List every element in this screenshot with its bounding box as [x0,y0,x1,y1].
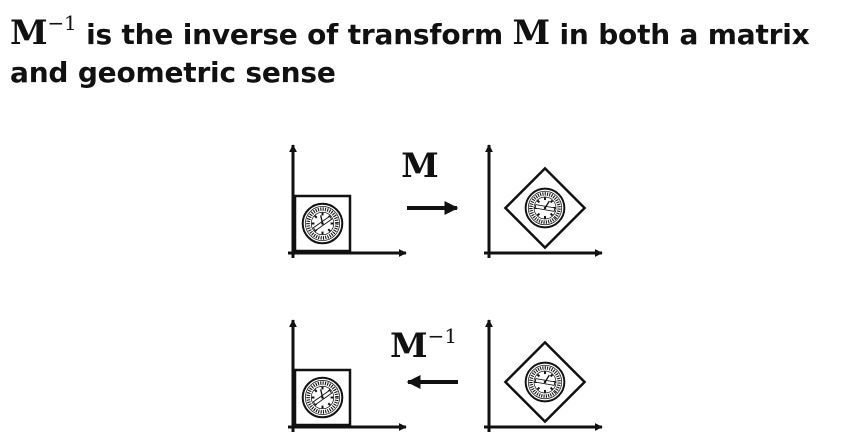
clock-icon [303,378,343,418]
inverse-operator: M−1 [390,324,458,382]
original-frame-top [288,145,406,258]
forward-label: M [401,146,439,186]
original-frame-bottom [288,320,406,432]
transformed-frame-bottom [484,320,602,432]
clock-icon [303,204,343,244]
transformed-frame-top [484,145,602,258]
inverse-label: M−1 [390,324,457,366]
forward-operator: M [401,146,457,208]
